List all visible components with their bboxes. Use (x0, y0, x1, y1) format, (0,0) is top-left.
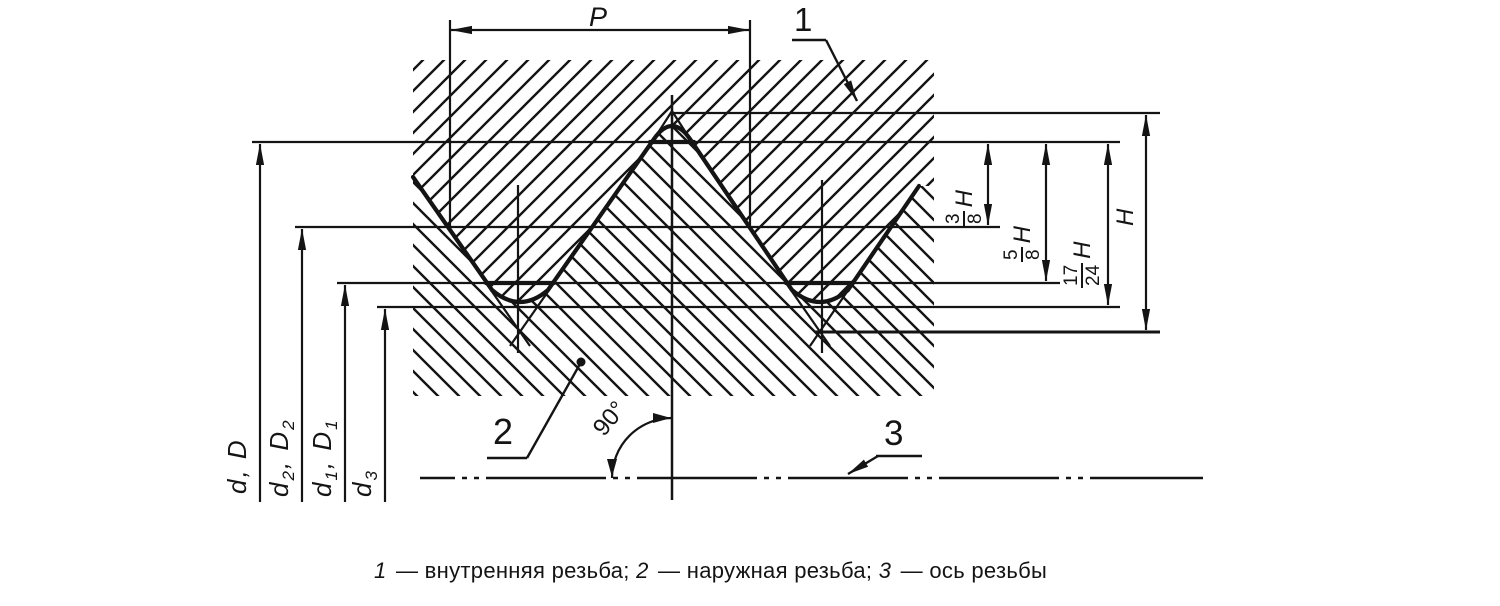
external-thread-hatch (413, 126, 934, 396)
d3-diameter-label: d3 (347, 469, 382, 497)
dimension-lines (255, 25, 1151, 502)
callout-leaders (487, 38, 922, 476)
angle-arc (607, 413, 673, 479)
axis-callout: 3 (884, 414, 904, 453)
pitch-diameter-label: d2, D2 (264, 418, 299, 497)
figure-caption: 1 — внутренняя резьба; 2 — наружная резь… (374, 558, 1048, 583)
internal-thread-callout: 1 (794, 1, 813, 38)
thread-profile-outline (410, 123, 922, 304)
internal-thread-hatch (413, 60, 934, 302)
dim-H-label: H (1112, 208, 1139, 226)
minor-diameter-label: d1, D1 (307, 418, 342, 497)
pitch-dimension-label: P (589, 2, 608, 32)
external-thread-callout: 2 (493, 411, 514, 452)
major-diameter-label: d, D (222, 438, 252, 494)
leader-dot (576, 357, 586, 367)
extension-lines (252, 20, 1160, 500)
